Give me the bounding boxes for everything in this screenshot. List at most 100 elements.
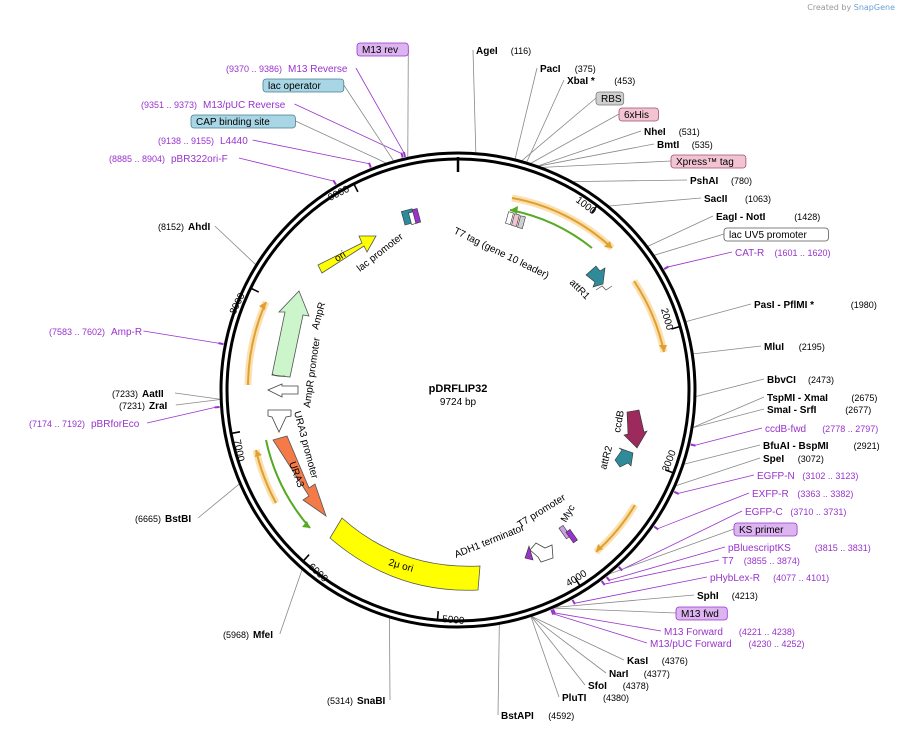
site-connector <box>530 616 560 698</box>
site-connector <box>175 399 221 406</box>
primer-name: M13/pUC Forward <box>650 639 732 650</box>
site-name: MfeI <box>253 630 273 641</box>
box-connector <box>407 48 409 158</box>
tick-mark-5000 <box>436 611 440 621</box>
site-position: (2677) <box>845 405 871 415</box>
site-position: (8152) <box>158 222 184 232</box>
primer-name: EXFP-R <box>752 489 789 500</box>
site-position: (3072) <box>798 454 824 464</box>
site-position: (2195) <box>799 342 825 352</box>
site-connector <box>693 345 762 355</box>
feature-AmpR-promoter <box>267 383 299 398</box>
box-frame <box>733 522 798 537</box>
translation-arc-left <box>265 439 311 529</box>
site-name: NarI <box>609 669 629 680</box>
primer-pbrforeco: pBRforEco(7174 .. 7192) <box>29 419 140 430</box>
site-position: (1063) <box>745 194 771 204</box>
primer-connector <box>147 406 216 424</box>
primer-position: (4221 .. 4238) <box>739 627 795 637</box>
box-label: 6xHis <box>624 110 649 121</box>
feature-attR2-label: attR2 <box>598 444 615 470</box>
site-name: KasI <box>627 656 648 667</box>
box-label: CAP binding site <box>196 117 270 128</box>
site-connector <box>197 483 240 519</box>
primer-connector <box>609 546 726 581</box>
site-position: (535) <box>692 140 713 150</box>
primer-position: (1601 .. 1620) <box>775 248 831 258</box>
orf-arc-top <box>511 197 613 249</box>
box-connector <box>553 607 677 614</box>
primer-name: EGFP-N <box>757 471 795 482</box>
site-position: (5314) <box>327 696 353 706</box>
primer-m13-forward: M13 Forward(4221 .. 4238) <box>664 627 795 638</box>
primer-mark <box>400 152 404 158</box>
primer-mark <box>663 265 669 270</box>
feature-T7-promoter-label: T7 promoter <box>516 492 569 531</box>
primer-connector <box>677 474 755 494</box>
box-label: RBS <box>601 94 622 105</box>
box-connector <box>343 84 394 162</box>
site-name: TspMI - XmaI <box>767 393 828 404</box>
primer-m13-reverse: M13 Reverse(9370 .. 9386) <box>226 64 348 75</box>
site-position: (1428) <box>794 212 820 222</box>
primer-name: pBR322ori-F <box>171 154 228 165</box>
feature-ADH1-terminator <box>529 542 554 563</box>
site-position: (6665) <box>135 514 161 524</box>
orf-arc-glow-right <box>631 279 668 353</box>
site-name: PacI <box>540 64 561 75</box>
primer-name: ccdB-fwd <box>765 424 806 435</box>
primer-position: (7583 .. 7602) <box>49 327 105 337</box>
backbone <box>219 151 697 629</box>
site-ahdi: AhdI (8152) <box>158 222 210 233</box>
site-position: (5968) <box>223 630 249 640</box>
primer-connector <box>667 251 733 268</box>
primer-mark <box>402 151 406 158</box>
site-connector <box>685 303 752 323</box>
box-lac-uv5-promoter: lac UV5 promoter <box>723 227 829 242</box>
feature-T7-promoter <box>524 544 534 561</box>
primer-connector <box>694 427 763 446</box>
site-position: (1980) <box>851 300 877 310</box>
primer-name: M13/pUC Reverse <box>203 100 286 111</box>
primer-t7: T7(3855 .. 3874) <box>722 556 800 567</box>
plasmid-name: pDRFLIP32 <box>429 383 488 395</box>
primer-position: (3855 .. 3874) <box>744 556 800 566</box>
box-rbs: RBS <box>595 91 625 106</box>
feature-ori <box>317 235 377 274</box>
feature-ccdB <box>623 409 648 449</box>
primer-name: pHybLex-R <box>710 573 760 584</box>
box-frame <box>595 91 625 106</box>
feature-URA3 <box>272 435 327 518</box>
orf-arcs <box>244 194 668 555</box>
tick-mark-8000 <box>250 287 260 293</box>
site-name: AhdI <box>188 222 210 233</box>
primer-name: EGFP-C <box>745 507 783 518</box>
box-label: M13 fwd <box>681 609 719 620</box>
site-name: NheI <box>644 127 666 138</box>
feature-attR1 <box>585 265 606 288</box>
primer-name: L4440 <box>220 136 248 147</box>
site-name: BmtI <box>657 140 679 151</box>
primer-position: (3363 .. 3382) <box>797 489 853 499</box>
site-name: PshAI <box>690 176 719 187</box>
site-aatii: AatII(7233) <box>112 389 164 400</box>
primer-m13-puc-forward: M13/pUC Forward(4230 .. 4252) <box>650 639 805 650</box>
box-label: KS primer <box>739 525 784 536</box>
site-position: (7231) <box>119 401 145 411</box>
site-mfei: MfeI (5968) <box>223 630 273 641</box>
site-connector <box>692 408 765 429</box>
primer-l4440: L4440 (9138 .. 9155) <box>158 136 248 147</box>
site-mlui: MluI(2195) <box>764 342 825 353</box>
orf-arrow-head-lowerleft <box>255 450 262 457</box>
feature-ccdB-label: ccdB <box>612 409 627 433</box>
feature-attR2 <box>614 447 634 468</box>
primer-position: (9138 .. 9155) <box>158 136 214 146</box>
outer-labels: AgeI(116)PacI(375)XbaI *(453)NheI(531)Bm… <box>29 42 880 722</box>
site-connector <box>537 130 642 167</box>
feature-ADH1-terminator-label: ADH1 terminator <box>453 522 527 560</box>
feature-2mu-ori <box>329 517 481 591</box>
box-m13-fwd: M13 fwd <box>675 606 728 621</box>
primer-amp-r: Amp-R(7583 .. 7602) <box>49 327 142 338</box>
feature-AmpR-label: AmpR <box>310 301 328 331</box>
primer-connector <box>355 67 405 154</box>
